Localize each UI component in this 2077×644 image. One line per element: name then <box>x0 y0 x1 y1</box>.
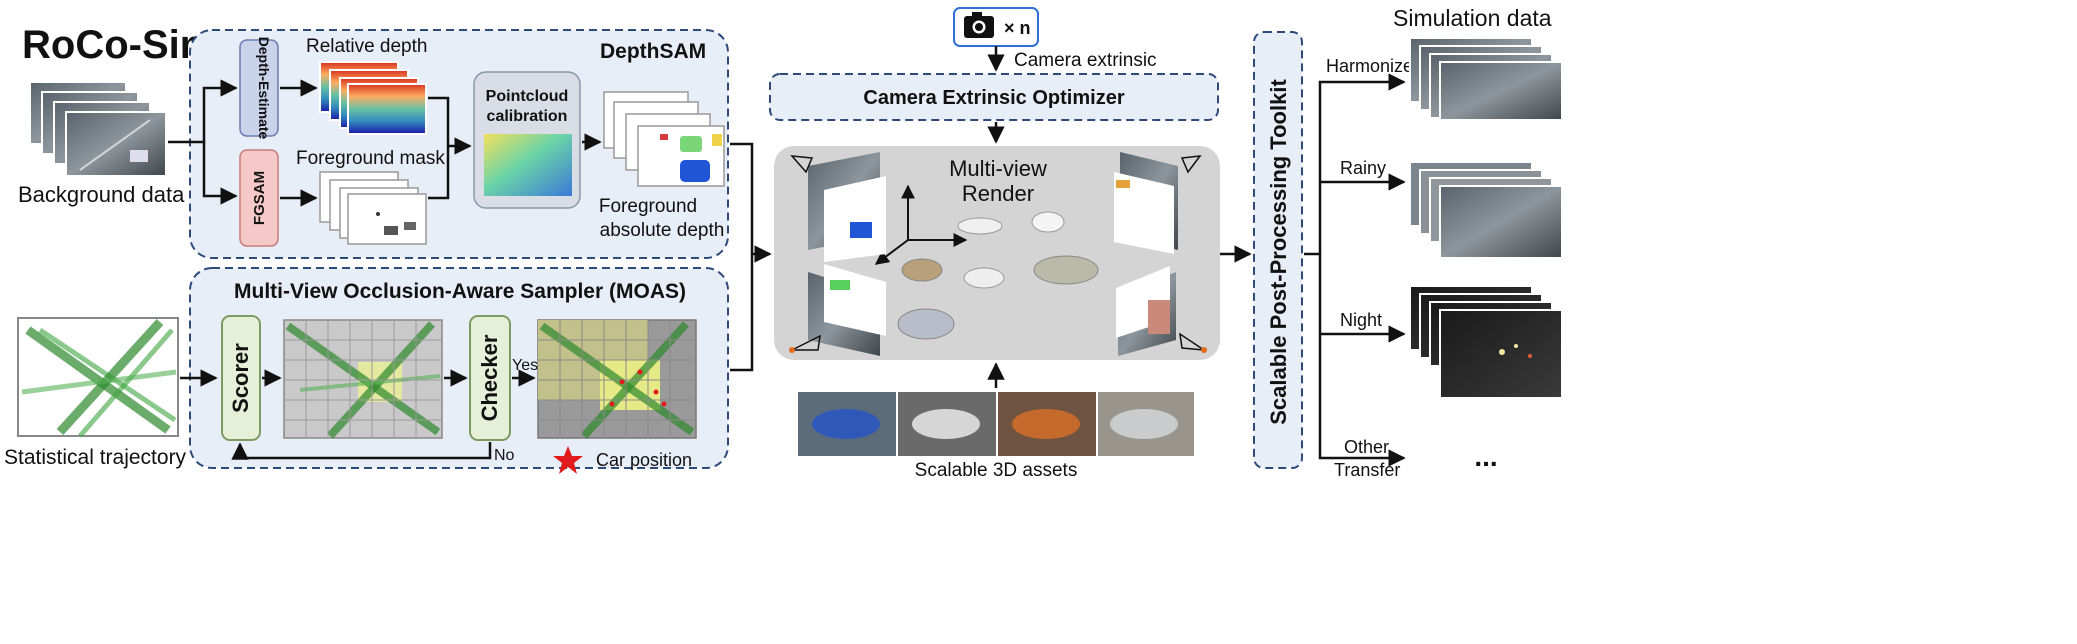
rainy-output-stack <box>1409 161 1563 259</box>
night-output-stack <box>1409 285 1563 399</box>
scorer-label: Scorer <box>228 343 253 413</box>
foreground-absolute-depth-stack <box>603 91 725 187</box>
scalable-3d-assets <box>798 392 1194 456</box>
foreground-depth-label-line1: Foreground <box>599 196 697 217</box>
scored-grid-map <box>283 319 443 439</box>
camera-extrinsic-optimizer-label: Camera Extrinsic Optimizer <box>863 87 1124 109</box>
post-processing-toolkit-box <box>1253 31 1303 469</box>
foreground-depth-label-line2: absolute depth <box>600 220 725 241</box>
output-label-harmonize: Harmonize <box>1326 56 1413 76</box>
pointcloud-label-line1: Pointcloud <box>486 88 569 105</box>
depth-estimate-box <box>239 39 279 137</box>
simulation-data-title: Simulation data <box>1393 5 1552 31</box>
output-label-night: Night <box>1340 310 1382 330</box>
scorer-box <box>221 315 261 441</box>
output-label-rainy: Rainy <box>1340 158 1386 178</box>
foreground-mask-stack <box>319 171 427 245</box>
render-title-line2: Render <box>962 181 1034 206</box>
statistical-trajectory-map <box>17 317 179 438</box>
camera-extrinsic-label: Camera extrinsic <box>1014 50 1157 71</box>
background-data-label: Background data <box>18 182 185 207</box>
page-title: RoCo-Sim <box>22 23 215 67</box>
checker-label: Checker <box>477 334 502 421</box>
render-scene <box>789 152 1207 356</box>
output-label-other-line1: Other <box>1344 437 1389 457</box>
camera-count-label: × n <box>1004 18 1031 38</box>
car-position-label: Car position <box>596 450 692 470</box>
output-label-other-line2: Transfer <box>1334 460 1400 480</box>
checker-box <box>469 315 511 441</box>
camera-icon <box>964 12 994 38</box>
statistical-trajectory-label: Statistical trajectory <box>4 446 187 469</box>
fgsam-box <box>239 149 279 247</box>
depthsam-title: DepthSAM <box>600 40 706 63</box>
ellipsis: ... <box>1474 441 1497 472</box>
checked-grid-map <box>537 319 697 439</box>
foreground-mask-label: Foreground mask <box>296 148 445 169</box>
no-label: No <box>494 447 515 464</box>
star-icon <box>553 446 583 474</box>
scalable-3d-assets-label: Scalable 3D assets <box>915 460 1078 481</box>
yes-label: Yes <box>512 357 538 374</box>
moas-title: Multi-View Occlusion-Aware Sampler (MOAS… <box>234 280 686 303</box>
background-data-stack <box>29 81 167 177</box>
fgsam-label: FGSAM <box>251 171 268 225</box>
depth-estimate-label: Depth-Estimate <box>256 37 272 140</box>
harmonize-output-stack <box>1409 37 1563 121</box>
pointcloud-label-line2: calibration <box>487 108 568 125</box>
relative-depth-label: Relative depth <box>306 36 427 57</box>
render-title-line1: Multi-view <box>949 156 1047 181</box>
pointcloud-image <box>484 134 572 196</box>
camera-extrinsic-optimizer-box <box>769 73 1219 121</box>
post-processing-toolkit-label: Scalable Post-Processing Toolkit <box>1266 79 1291 425</box>
relative-depth-stack <box>319 61 427 135</box>
